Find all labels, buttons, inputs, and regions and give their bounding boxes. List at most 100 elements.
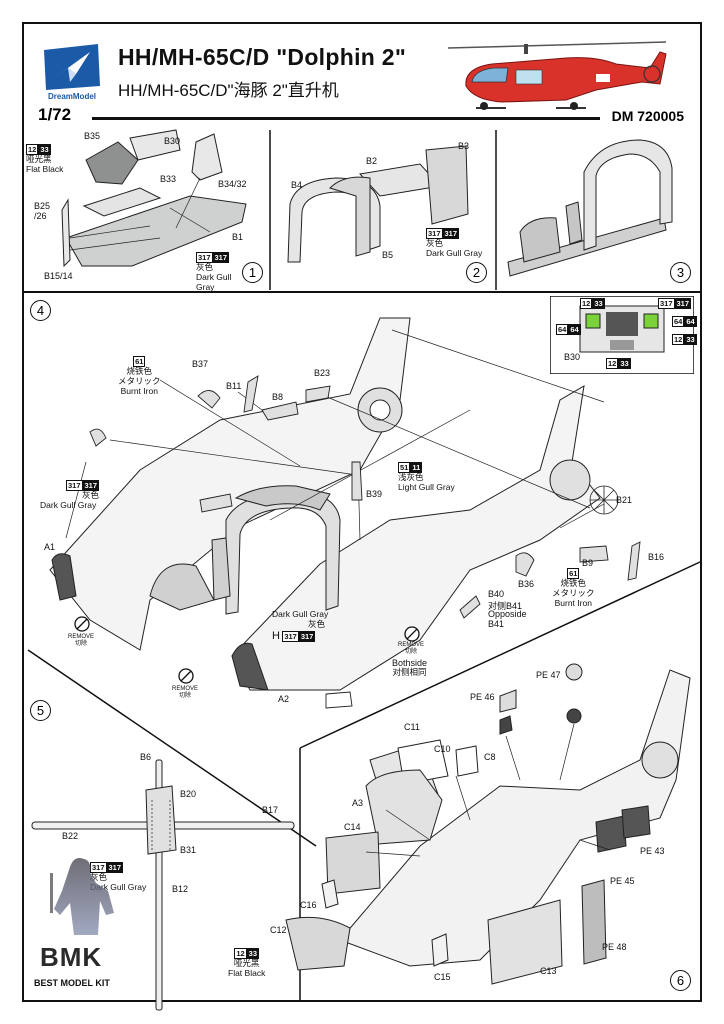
paint-name-cn: 烧铁色 [560,578,587,588]
part-label: B35 [84,131,101,141]
paint-name-cn: 哑光黑 [233,958,260,968]
paint-name: Dark Gull Gray [426,247,483,258]
paint-name: Dark Gull Gray [40,499,97,510]
paint-code: 12 [672,334,685,345]
step-number: 1 [242,262,263,283]
paint-code: 33 [592,298,605,309]
paint-name-cn: 灰色 [90,872,108,882]
paint-code: 317 [82,480,100,491]
part-label: B15/14 [44,271,73,281]
paint-code: 317 [196,252,213,263]
paint-name-cn: 浅灰色 [398,472,424,482]
paint-name: Burnt Iron [554,597,592,608]
paint-code: 317 [674,298,692,309]
dreammodel-logo [44,44,100,90]
paint-code: 317 [442,228,460,239]
part-label: /26 [34,211,47,221]
part-label: B8 [272,392,284,402]
note-text: REMOVE [68,634,95,640]
paint-code: 64 [568,324,581,335]
instrument-panel-detail [550,296,694,374]
part-label: B11 [226,381,242,391]
part-label: C10 [434,744,451,754]
paint-name-cn: 灰色 [82,490,100,500]
paint-code: 64 [556,324,569,335]
note-text: 切除 [179,692,192,699]
part-label: PE 43 [640,846,665,856]
part-label: C15 [434,972,451,982]
part-label: B33 [160,174,177,184]
page-border [22,22,702,1002]
step-number: 4 [30,300,51,321]
part-label: B30 [164,136,181,146]
paint-code: 317 [212,252,230,263]
part-label: PE 47 [536,670,561,680]
paint-name: Dark Gull Gray [90,881,147,892]
paint-callout: 61 烧铁色 メタリック Burnt Iron [118,356,161,396]
part-label: B9 [582,558,594,568]
paint-code: 12 [580,298,593,309]
paint-name-cn: メタリック [118,375,161,386]
paint-code: 317 [426,228,443,239]
part-label: B3 [458,141,470,151]
part-label: B23 [314,368,331,378]
paint-name: Dark Gull [196,271,232,282]
note-bothside: Bothside 对侧相同 [392,658,427,678]
kit-title: HH/MH-65C/D ʺDolphin 2ʺ [118,44,407,70]
paint-code: 33 [684,334,697,345]
paint-code: 61 [133,356,146,367]
paint-code: 61 [567,568,580,579]
part-label: B5 [382,250,394,260]
paint-code: 33 [38,144,51,155]
paint-code: 12 [26,144,39,155]
part-label: C13 [540,966,557,976]
paint-name: Flat Black [26,163,64,174]
paint-code: 317 [90,862,107,873]
note-text: REMOVE [172,686,199,692]
part-label: C12 [270,925,287,935]
soldier-silhouette-watermark [50,858,114,935]
paint-callout: 61 烧铁色 メタリック Burnt Iron [552,568,595,608]
note-text: 切除 [405,648,418,655]
part-label: B40 [488,589,505,599]
part-label: PE 46 [470,692,495,702]
part-label: A1 [44,542,56,552]
paint-code: 12 [234,948,247,959]
paint-code: 317 [298,630,316,642]
part-label: B20 [180,789,197,799]
part-label: B6 [140,752,152,762]
paint-name-cn: 烧铁色 [126,366,153,376]
paint-name-cn: 灰色 [308,618,326,629]
paint-code: 317 [658,298,675,309]
part-label: B4 [291,180,303,190]
part-label: B37 [192,359,209,369]
bmk-logo-text: BMK [40,942,103,972]
note-text: 切除 [75,640,88,647]
paint-code: 64 [672,316,685,327]
paint-code: 317 [282,630,299,642]
paint-code: 12 [606,358,619,369]
part-label: B36 [518,579,535,589]
paint-code: 317 [106,862,124,873]
part-label: C14 [344,822,361,832]
part-label: B21 [616,495,633,505]
paint-name-cn: 灰色 [426,238,444,248]
paint-code: 317 [66,480,83,491]
brand-name: DreamModel [47,92,96,101]
paint-name: Dark Gull Gray [272,609,329,619]
part-label: B39 [366,489,383,499]
